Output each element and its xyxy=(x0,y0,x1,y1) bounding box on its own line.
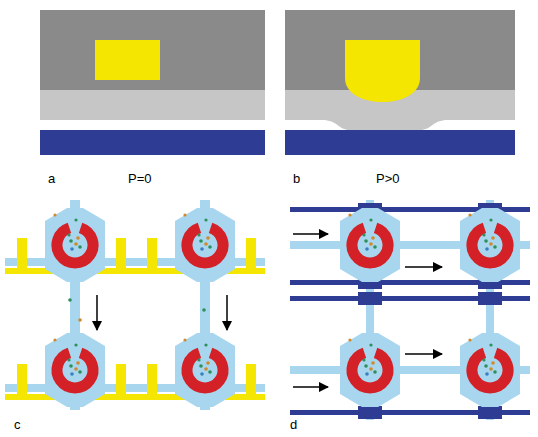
pressure-label: P=0 xyxy=(128,172,152,186)
panel-letter: a xyxy=(48,172,55,186)
pressure-label: P>0 xyxy=(376,172,400,186)
panel-letter: d xyxy=(290,418,297,432)
vertical-flow-array xyxy=(5,200,265,410)
valve-closed xyxy=(40,10,265,155)
valve-open-pressurized xyxy=(285,10,515,155)
panel-letter: c xyxy=(14,418,21,432)
horizontal-flow-array xyxy=(290,200,530,420)
panel-letter: b xyxy=(293,172,300,186)
